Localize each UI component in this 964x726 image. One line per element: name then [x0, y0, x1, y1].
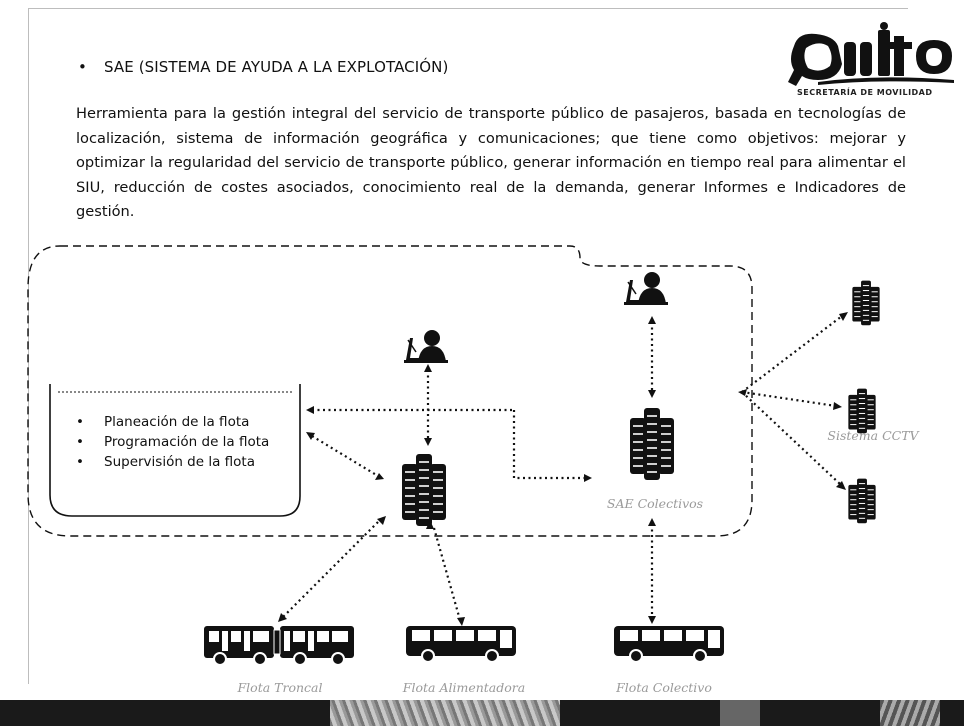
sae-colectivos-server-icon — [629, 407, 675, 481]
planning-item-supervision: Supervisión de la flota — [74, 452, 294, 472]
planning-box — [49, 384, 301, 517]
flota-alimentadora-label: Flota Alimentadora — [402, 680, 526, 695]
planning-item-planeacion: Planeación de la flota — [74, 412, 294, 432]
flota-troncal-label: Flota Troncal — [237, 680, 323, 695]
quito-logo — [788, 22, 954, 86]
connections — [281, 315, 843, 621]
link-server-to-troncal — [281, 521, 379, 619]
footer-photo-segment — [880, 700, 940, 726]
logo-subtitle: SECRETARÍA DE MOVILIDAD — [797, 88, 933, 97]
bullet-dot: • — [78, 58, 87, 76]
sae-colectivos-label: SAE Colectivos — [606, 496, 704, 511]
slide-description: Herramienta para la gestión integral del… — [76, 105, 906, 220]
arrowheads — [278, 312, 848, 626]
link-planning-to-server — [311, 435, 379, 477]
colectivos-operator-person-icon — [623, 271, 669, 306]
link-sae-to-right-top — [741, 315, 843, 393]
slide-heading: • SAE (SISTEMA DE AYUDA A LA EXPLOTACIÓN) — [78, 58, 448, 76]
colectivo-bus-icon — [613, 625, 725, 663]
footer-photo-strip — [0, 700, 964, 726]
articulated-bus-icon — [204, 626, 354, 666]
right-top-server-icon — [851, 280, 881, 326]
footer-photo-segment — [330, 700, 560, 726]
cctv-server-icon — [847, 388, 877, 434]
system-boundary — [27, 245, 753, 537]
right-bottom-server-icon — [847, 478, 877, 524]
central-operator-person-icon — [403, 329, 449, 364]
sistema-cctv-label: Sistema CCTV — [827, 428, 919, 443]
planning-item-programacion: Programación de la flota — [74, 432, 294, 452]
slide-border-top — [28, 8, 908, 9]
link-server-to-alimentadora — [432, 527, 462, 621]
link-sae-to-right-bottom — [741, 391, 841, 485]
footer-photo-segment — [720, 700, 760, 726]
quito-logo-mark — [788, 22, 954, 86]
central-server-icon — [401, 453, 447, 527]
planning-box-list: Planeación de la flota Programación de l… — [74, 412, 294, 472]
slide-heading-text: SAE (SISTEMA DE AYUDA A LA EXPLOTACIÓN) — [104, 58, 449, 76]
flota-colectivo-label: Flota Colectivo — [616, 680, 712, 695]
link-to-sae-colectivos — [512, 410, 588, 480]
alimentadora-bus-icon — [405, 625, 517, 663]
